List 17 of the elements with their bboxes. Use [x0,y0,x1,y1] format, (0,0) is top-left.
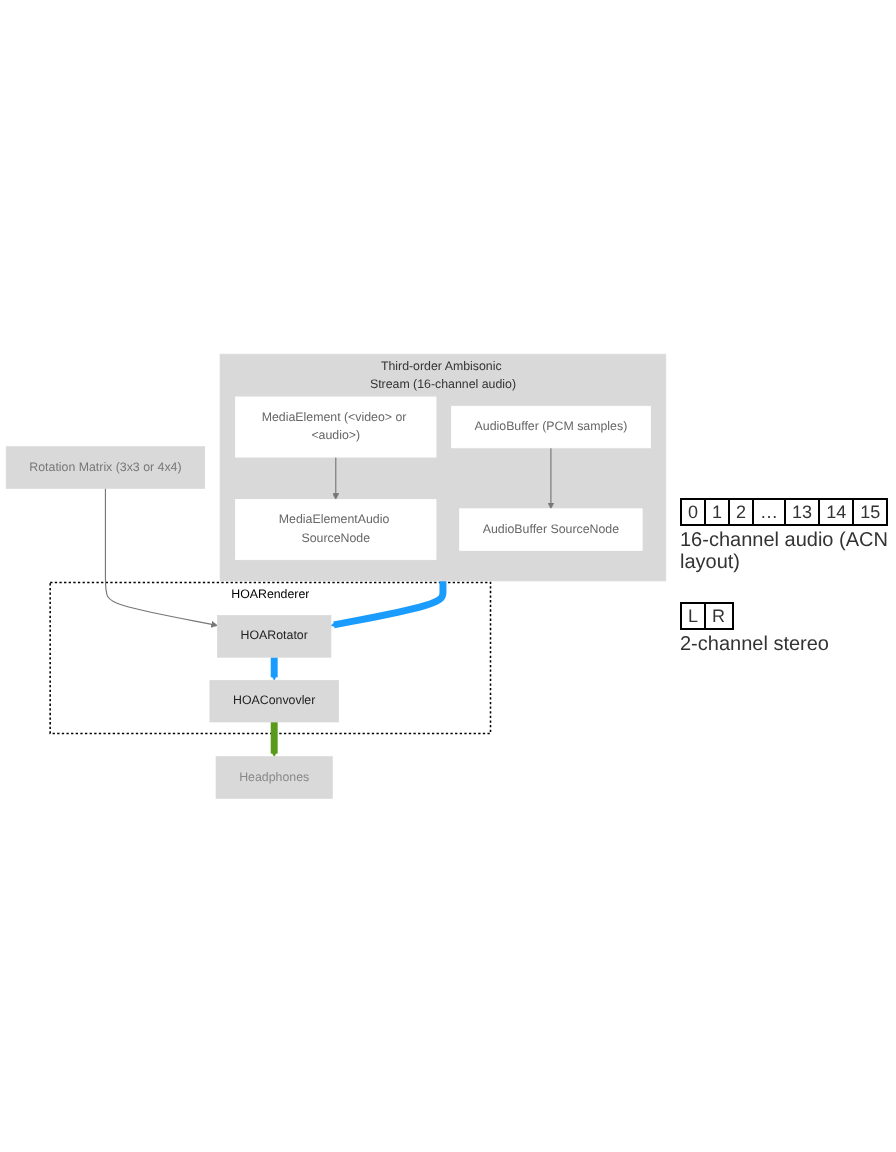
arrow [330,579,447,629]
channel-label: 2 [728,497,755,525]
channel-label: 1 [704,497,731,525]
arrow [270,655,278,681]
channel-label: … [752,497,787,525]
channel-label: L [680,601,707,629]
channel-label: R [704,601,734,629]
channel-label: 15 [852,497,889,525]
arrow [104,487,218,628]
channel-label: 13 [784,497,821,525]
channel-label: 14 [818,497,855,525]
arrow [270,720,278,757]
channel-caption: 2-channel stereo [680,633,831,655]
arrow [547,447,555,509]
channel-caption: 16-channel audio (ACN layout) [680,529,888,573]
channel-label: 0 [680,497,707,525]
arrow [332,456,340,500]
